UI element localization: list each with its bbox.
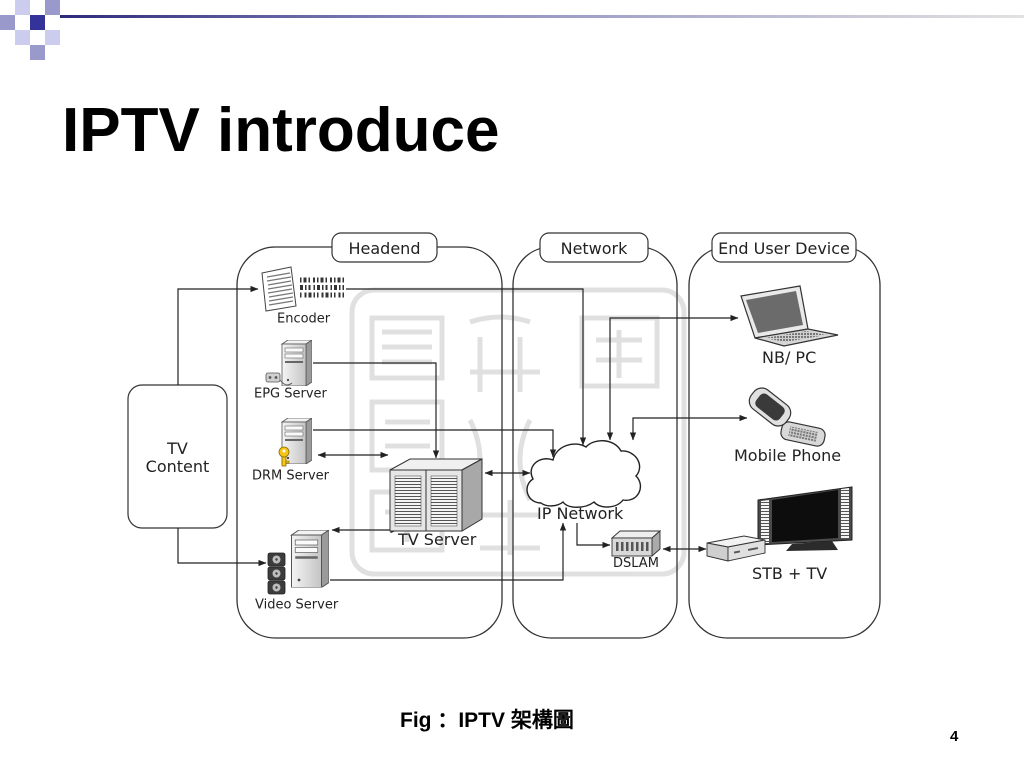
- tv-content-label-line1: TV: [166, 439, 188, 458]
- bitstream-graphic: [300, 277, 344, 298]
- tower-server-film-icon: [267, 530, 329, 595]
- stb-tv-node: STB + TV: [706, 486, 853, 583]
- page-number: 4: [950, 728, 959, 745]
- connector-tv-content-to-encoder: [177, 285, 259, 385]
- tv-content-box: TV Content: [127, 384, 228, 529]
- connector-encoder-to-ip-network: [346, 288, 587, 446]
- laptop-icon: [740, 285, 839, 347]
- section-tab-headend: Headend: [331, 232, 438, 263]
- decor-square: [45, 30, 60, 45]
- video-server-label: Video Server: [255, 598, 339, 613]
- section-label-network: Network: [561, 239, 629, 258]
- connector-ip-network-nb-pc: [606, 314, 739, 441]
- encoder-node: Encoder: [261, 266, 344, 327]
- connector-epg-server-to-tv-server: [313, 362, 440, 459]
- header-rule: [60, 15, 1024, 18]
- slide-title: IPTV introduce: [62, 96, 500, 165]
- section-tab-end-user-device: End User Device: [711, 232, 857, 263]
- cloud-icon: [526, 440, 641, 508]
- connector-ip-network-mobile-phone: [629, 414, 748, 441]
- document-scan-icon: [261, 266, 297, 312]
- video-server-node: Video Server: [255, 530, 339, 613]
- decor-square: [0, 15, 15, 30]
- dslam-label: DSLAM: [613, 556, 659, 571]
- tv-content-label-line2: Content: [146, 457, 210, 476]
- stb-tv-label: STB + TV: [752, 564, 827, 583]
- mobile-phone-node: Mobile Phone: [734, 387, 841, 465]
- decor-square: [15, 0, 30, 15]
- rack-server-icon: [389, 458, 483, 532]
- epg-server-node: EPG Server: [254, 340, 328, 402]
- network-switch-icon: [610, 530, 662, 557]
- film-reels-icon: [267, 552, 286, 595]
- set-top-box-icon: [706, 535, 766, 562]
- decor-square: [45, 0, 60, 15]
- tv-icon: [757, 486, 853, 551]
- section-label-end-user-device: End User Device: [718, 239, 850, 258]
- connector-tv-content-to-video-server: [177, 528, 267, 567]
- ip-network-label: IP Network: [537, 504, 624, 523]
- drm-server-node: DRM Server: [252, 418, 330, 484]
- decor-square: [30, 15, 45, 30]
- mobile-phone-label: Mobile Phone: [734, 446, 841, 465]
- connector-ip-network-to-dslam: [576, 523, 611, 549]
- flip-phone-icon: [748, 387, 826, 447]
- drm-server-label: DRM Server: [252, 469, 330, 484]
- connector-drm-server-to-ip-network: [313, 429, 557, 458]
- section-label-headend: Headend: [349, 239, 421, 258]
- nb-pc-label: NB/ PC: [762, 348, 816, 367]
- ip-network-node: IP Network: [526, 440, 641, 523]
- epg-server-label: EPG Server: [254, 387, 328, 402]
- tv-server-label: TV Server: [397, 530, 477, 549]
- dslam-node: DSLAM: [610, 530, 662, 571]
- decor-square: [30, 45, 45, 60]
- connector-video-server-to-ip-network: [330, 522, 567, 581]
- decor-square: [15, 30, 30, 45]
- section-tab-network: Network: [539, 232, 649, 263]
- figure-caption: Fig ：IPTV 架構圖: [400, 709, 574, 732]
- nb-pc-node: NB/ PC: [740, 285, 839, 367]
- key-icon: [278, 446, 290, 467]
- encoder-label: Encoder: [277, 312, 331, 327]
- tower-server-icon: [265, 340, 312, 386]
- tv-server-node: TV Server: [389, 458, 483, 549]
- tower-server-key-icon: [278, 418, 312, 467]
